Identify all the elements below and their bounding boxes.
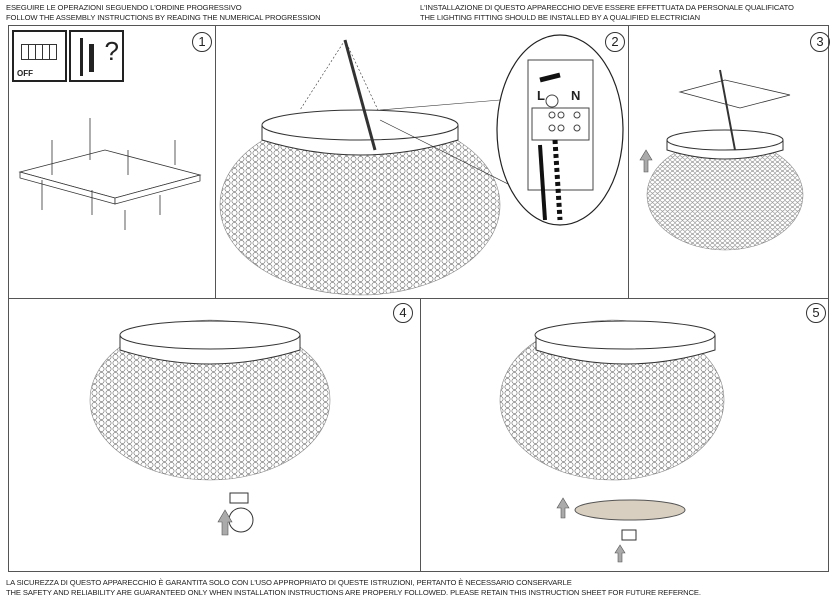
- lamp-step3: [639, 69, 804, 251]
- header-right-line2: THE LIGHTING FITTING SHOULD BE INSTALLED…: [420, 13, 700, 22]
- divider: [628, 25, 629, 298]
- footer: LA SICUREZZA DI QUESTO APPARECCHIO È GAR…: [6, 578, 701, 598]
- header-right-line1: L'INSTALLAZIONE DI QUESTO APPARECCHIO DE…: [420, 3, 794, 12]
- terminal-block-detail: [496, 34, 624, 226]
- off-label: OFF: [17, 69, 33, 78]
- terminal-live-label: L: [537, 88, 545, 103]
- step-number-4: 4: [393, 303, 413, 323]
- step-number-2: 2: [605, 32, 625, 52]
- divider: [420, 298, 421, 572]
- lamp-step4: [89, 319, 331, 536]
- divider: [8, 298, 829, 299]
- footer-line2: THE SAFETY AND RELIABILITY ARE GUARANTEE…: [6, 588, 701, 597]
- header-left-line1: ESEGUIRE LE OPERAZIONI SEGUENDO L'ORDINE…: [6, 3, 242, 12]
- header-left-line2: FOLLOW THE ASSEMBLY INSTRUCTIONS BY READ…: [6, 13, 321, 22]
- terminal-neutral-label: N: [571, 88, 581, 103]
- header-right: L'INSTALLAZIONE DI QUESTO APPARECCHIO DE…: [420, 3, 794, 23]
- step-number-1: 1: [192, 32, 212, 52]
- footer-line1: LA SICUREZZA DI QUESTO APPARECCHIO È GAR…: [6, 578, 572, 587]
- step-number-3: 3: [810, 32, 830, 52]
- lamp-step2: [219, 39, 521, 296]
- divider: [215, 25, 216, 298]
- header-left: ESEGUIRE LE OPERAZIONI SEGUENDO L'ORDINE…: [6, 3, 321, 23]
- question-mark: ?: [104, 36, 119, 66]
- power-off-icon: OFF: [12, 30, 67, 82]
- screw-wallplug-icon: ?: [69, 30, 124, 82]
- mounting-bracket: [18, 118, 202, 230]
- lamp-step5: [499, 319, 725, 563]
- step-number-5: 5: [806, 303, 826, 323]
